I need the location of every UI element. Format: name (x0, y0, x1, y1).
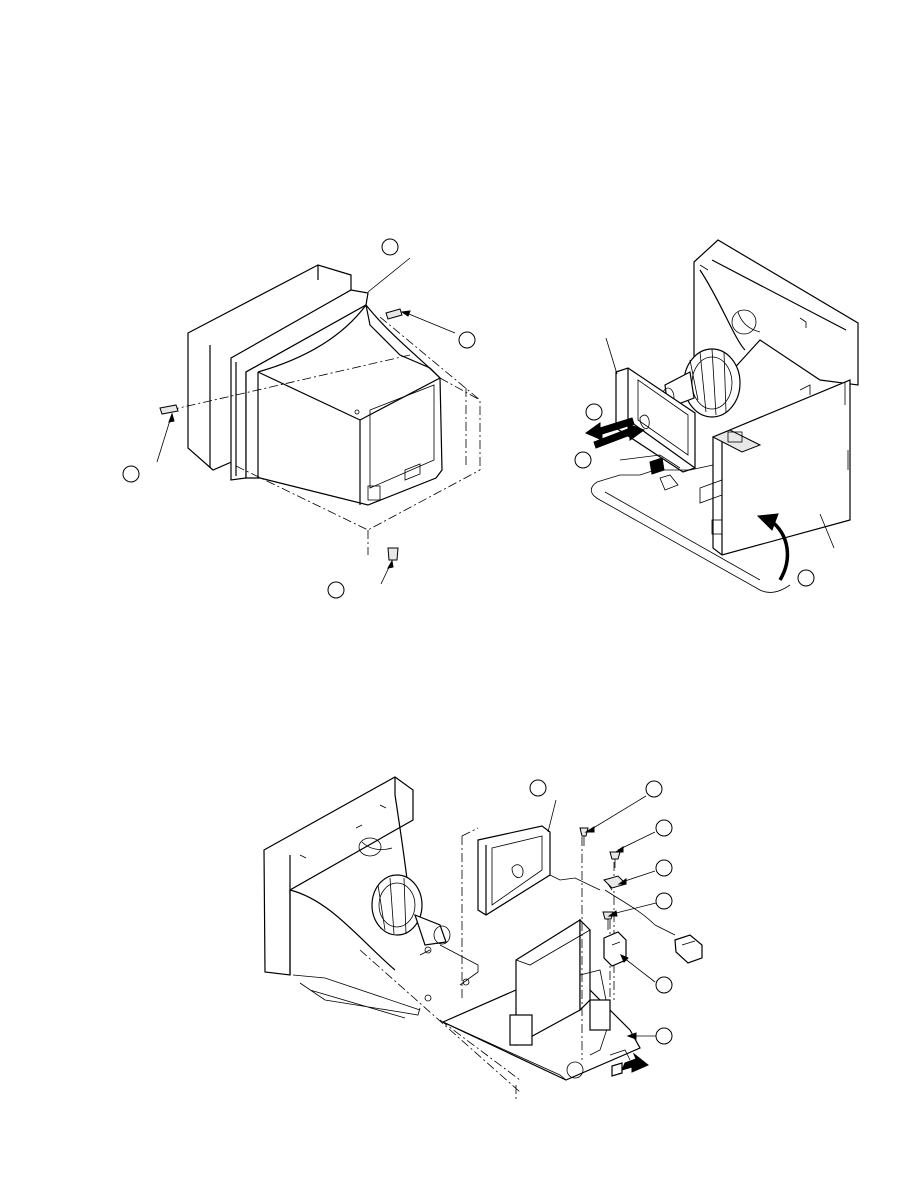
push-arrow (593, 423, 646, 449)
leader-arrow (617, 831, 656, 851)
callout-circle (797, 569, 815, 587)
callout-circle (381, 238, 399, 256)
screw-icon (579, 827, 589, 846)
screw-icon (159, 404, 179, 415)
callout-circle (655, 976, 673, 994)
deflection-yoke-icon (371, 874, 451, 946)
figure-rear-cover-removal (122, 238, 481, 599)
callout-circle (529, 779, 547, 797)
main-board (712, 379, 851, 556)
chassis-rail (590, 464, 791, 593)
callout-circle (574, 451, 592, 469)
power-plug-icon (654, 924, 703, 964)
callout-circle (645, 780, 663, 798)
callout-circle (585, 403, 603, 421)
callout-circle (655, 819, 673, 837)
leader-arrow (403, 311, 456, 334)
screw-icon (387, 547, 399, 561)
leader-line (605, 337, 618, 375)
neck-board (477, 825, 551, 916)
callout-circle (458, 331, 476, 349)
leader-line (819, 513, 835, 549)
callout-circle (655, 1027, 673, 1045)
figure-board-pullout (574, 239, 859, 593)
figure-chassis-disassembly (263, 776, 703, 1100)
leader-arrow (156, 416, 172, 463)
leader-line (367, 257, 411, 293)
neck-socket-icon (731, 309, 757, 335)
leader-arrow (621, 870, 656, 883)
callout-circle (327, 581, 345, 599)
screw-icon (609, 851, 621, 868)
screw-icon (385, 308, 403, 320)
bracket-icon (603, 931, 627, 967)
leader-arrow (611, 902, 657, 915)
callout-circle (655, 892, 673, 910)
leader-line (547, 799, 557, 833)
screw-icon (602, 911, 614, 930)
front-bezel (263, 776, 414, 976)
neck-socket-icon (358, 837, 382, 857)
hinge-arrow (768, 518, 790, 581)
callout-circle (122, 465, 140, 483)
chassis-rail (292, 974, 421, 1019)
pull-arrow (621, 1052, 649, 1073)
callout-circle (655, 859, 673, 877)
leader-arrow (589, 795, 647, 831)
leader-arrow (623, 957, 656, 983)
